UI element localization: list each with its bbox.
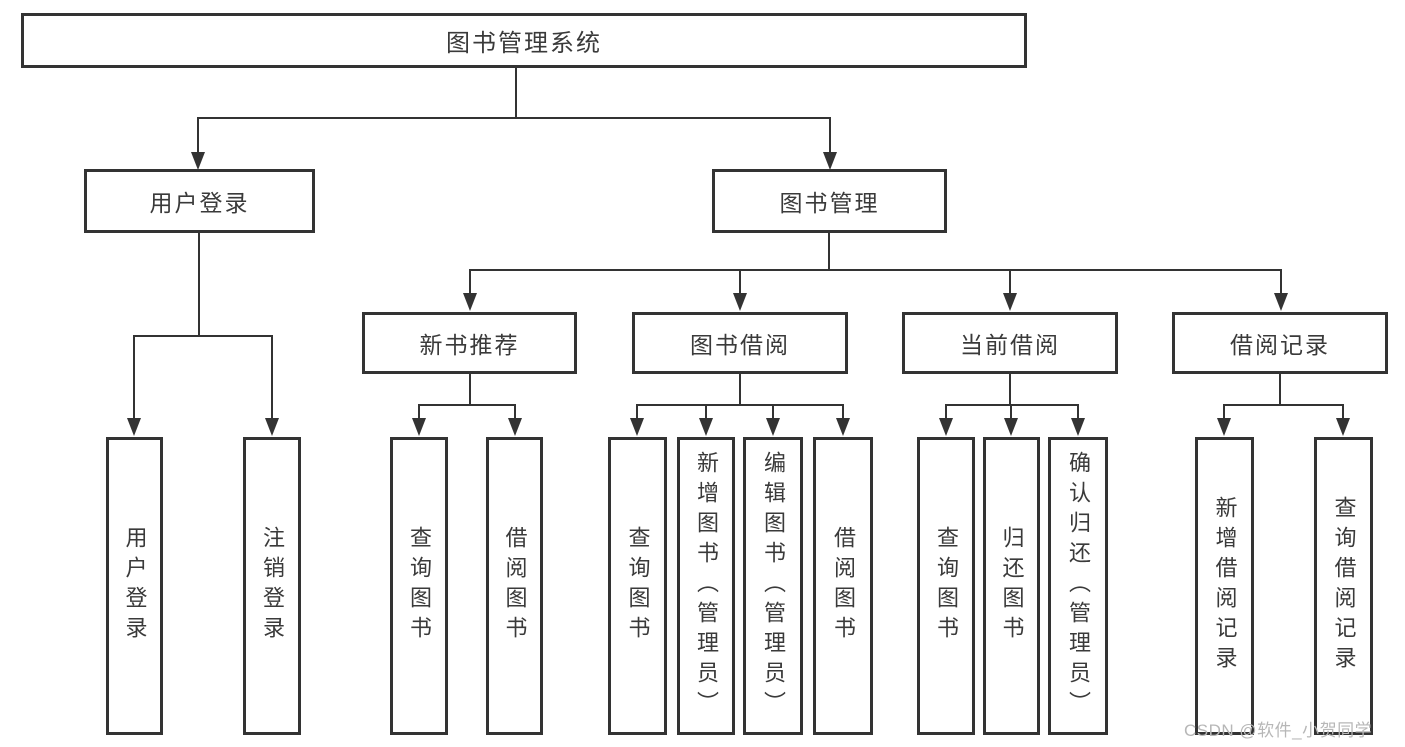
node-label: 查询借阅记录	[1331, 496, 1357, 676]
node-records-query-borrow-record: 查询借阅记录	[1314, 437, 1373, 735]
node-label: 图书管理系统	[446, 30, 602, 57]
node-current-return-books: 归还图书	[983, 437, 1040, 735]
node-rec-query-books: 查询图书	[390, 437, 448, 735]
node-library-management-system: 图书管理系统	[21, 13, 1027, 68]
node-book-management-group: 图书管理	[712, 169, 947, 233]
node-current-query-books: 查询图书	[917, 437, 975, 735]
node-label: 借阅图书	[831, 526, 856, 646]
node-new-book-recommend-group: 新书推荐	[362, 312, 577, 374]
node-records-add-borrow-record: 新增借阅记录	[1195, 437, 1254, 735]
node-user-login-group: 用户登录	[84, 169, 315, 233]
node-borrow-borrow-books: 借阅图书	[813, 437, 873, 735]
node-borrow-add-books-admin: 新增图书（管理员）	[677, 437, 735, 735]
node-label: 归还图书	[999, 526, 1025, 646]
node-user-login: 用户登录	[106, 437, 163, 735]
node-borrow-query-books: 查询图书	[608, 437, 667, 735]
node-label: 查询图书	[625, 526, 651, 646]
node-label: 新增图书（管理员）	[694, 451, 719, 721]
node-rec-borrow-books: 借阅图书	[486, 437, 543, 735]
node-label: 注销登录	[260, 526, 285, 646]
node-label: 图书借阅	[690, 332, 790, 358]
node-label: 新书推荐	[419, 332, 520, 358]
node-label: 用户登录	[149, 190, 250, 216]
node-current-borrow-group: 当前借阅	[902, 312, 1118, 374]
node-label: 确认归还（管理员）	[1066, 451, 1091, 721]
node-current-confirm-return-admin: 确认归还（管理员）	[1048, 437, 1108, 735]
node-label: 查询图书	[934, 526, 959, 646]
node-book-borrow-group: 图书借阅	[632, 312, 848, 374]
node-label: 编辑图书（管理员）	[761, 451, 786, 721]
node-logout: 注销登录	[243, 437, 301, 735]
node-label: 查询图书	[407, 526, 432, 646]
csdn-watermark: CSDN @软件_小贺同学	[1184, 721, 1373, 740]
node-label: 当前借阅	[960, 332, 1060, 358]
node-label: 用户登录	[122, 526, 148, 646]
node-label: 借阅图书	[502, 526, 528, 646]
node-borrow-records-group: 借阅记录	[1172, 312, 1388, 374]
node-label: 图书管理	[779, 190, 880, 216]
node-label: 借阅记录	[1230, 332, 1330, 358]
node-label: 新增借阅记录	[1212, 496, 1238, 676]
node-borrow-edit-books-admin: 编辑图书（管理员）	[743, 437, 803, 735]
